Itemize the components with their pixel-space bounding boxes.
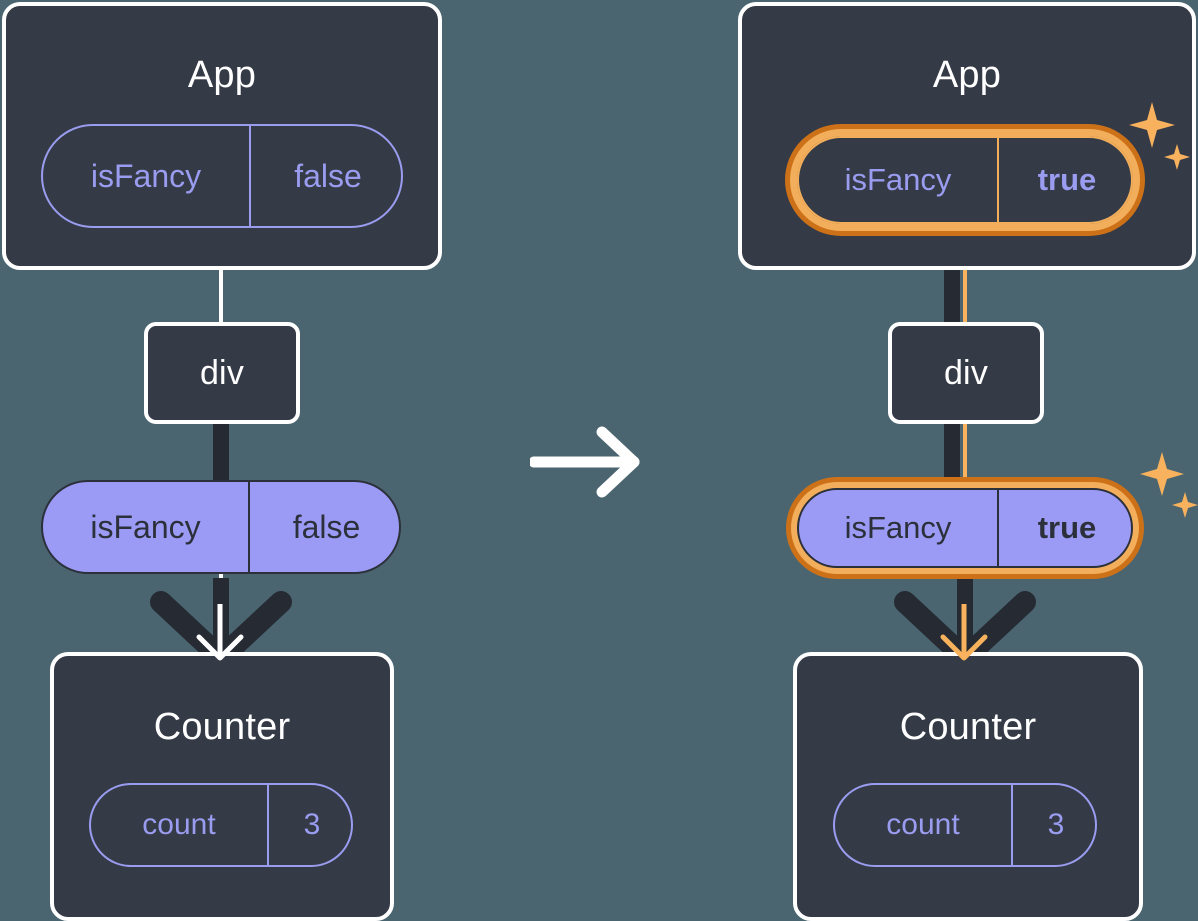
after-connector-line-mid bbox=[963, 424, 967, 490]
sparkles-icon bbox=[1140, 452, 1198, 518]
after-counter-state-pill[interactable]: count 3 bbox=[833, 783, 1097, 867]
before-thin-arrowhead bbox=[196, 604, 244, 661]
after-app-state-pill-name: isFancy bbox=[844, 162, 952, 197]
after-app-title: App bbox=[932, 54, 1002, 96]
after-app-state-pill[interactable]: isFancy true bbox=[797, 136, 1133, 224]
after-counter-state-pill-value: 3 bbox=[1011, 785, 1099, 865]
before-prop-pill[interactable]: isFancy false bbox=[41, 480, 401, 574]
after-thick-connector bbox=[944, 420, 960, 492]
before-counter-state-pill-name: count bbox=[142, 808, 216, 841]
after-prop-pill[interactable]: isFancy true bbox=[797, 488, 1133, 568]
after-div-title: div bbox=[943, 354, 989, 392]
after-counter-title: Counter bbox=[899, 706, 1037, 748]
arrow-right-icon bbox=[530, 426, 640, 498]
after-div-box[interactable]: div bbox=[888, 322, 1044, 424]
before-prop-pill-name: isFancy bbox=[90, 508, 201, 545]
before-connector-line-top bbox=[219, 214, 223, 326]
before-app-state-pill[interactable]: isFancy false bbox=[41, 124, 403, 228]
before-app-state-pill-value: false bbox=[249, 126, 405, 226]
after-thin-arrowhead bbox=[940, 604, 988, 661]
after-prop-pill-name: isFancy bbox=[844, 510, 952, 545]
before-div-box[interactable]: div bbox=[144, 322, 300, 424]
after-prop-pill-value: true bbox=[997, 490, 1135, 566]
after-counter-state-pill-name: count bbox=[886, 808, 960, 841]
after-connector-line-top bbox=[963, 214, 967, 326]
after-app-state-pill-value: true bbox=[997, 138, 1135, 222]
before-counter-title: Counter bbox=[153, 706, 291, 748]
before-counter-state-pill-value: 3 bbox=[267, 785, 355, 865]
before-counter-state-pill[interactable]: count 3 bbox=[89, 783, 353, 867]
before-prop-pill-value: false bbox=[248, 482, 403, 572]
before-app-title: App bbox=[187, 54, 257, 96]
sparkles-icon bbox=[1129, 102, 1190, 170]
before-div-title: div bbox=[199, 354, 245, 392]
before-thick-connector bbox=[213, 420, 229, 492]
before-app-state-pill-name: isFancy bbox=[90, 157, 202, 194]
